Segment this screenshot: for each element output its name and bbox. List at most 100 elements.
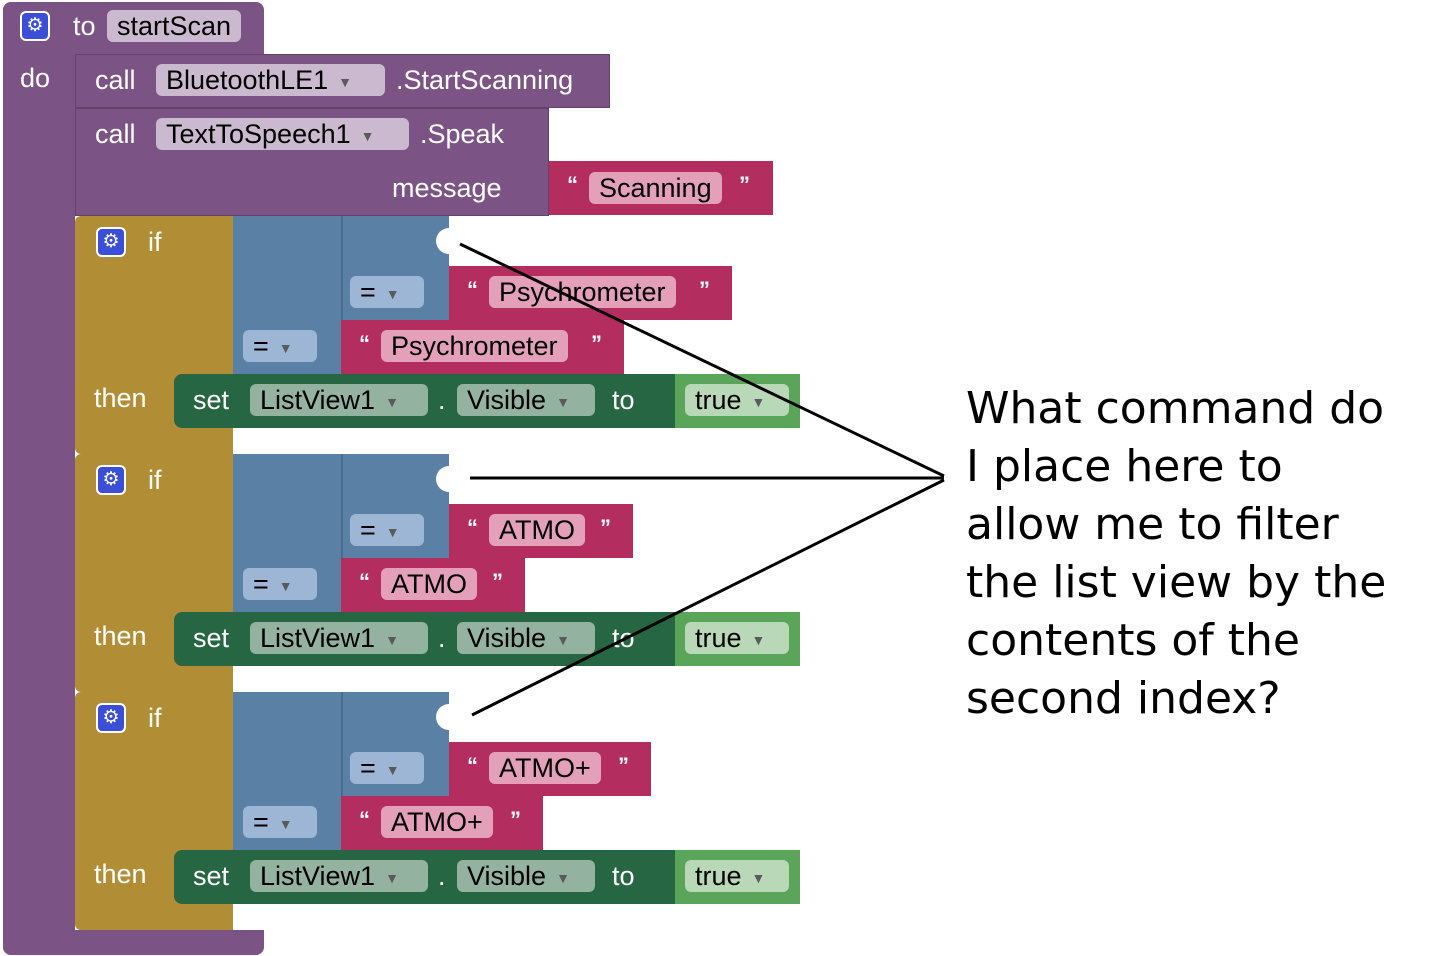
procedure-block[interactable]: [3, 2, 75, 955]
boolean-dropdown-2[interactable]: true ▼: [685, 622, 789, 654]
to-label: to: [612, 385, 635, 415]
text-value-scanning: Scanning: [599, 173, 712, 203]
procedure-name: startScan: [117, 11, 232, 41]
open-quote: “: [359, 569, 370, 594]
text-value-outer-3: ATMO+: [391, 807, 483, 837]
empty-socket-2[interactable]: [436, 466, 449, 492]
gear-icon[interactable]: ⚙: [96, 465, 126, 495]
close-quote: ”: [510, 807, 521, 832]
ble-component-name: BluetoothLE1: [166, 65, 329, 95]
chevron-down-icon: ▼: [751, 869, 766, 886]
tts-message-label: message: [392, 173, 502, 203]
empty-socket-3[interactable]: [436, 704, 449, 730]
chevron-down-icon: ▼: [751, 393, 766, 410]
text-field-outer-1[interactable]: Psychrometer: [381, 330, 568, 362]
chevron-down-icon: ▼: [338, 73, 352, 90]
gear-icon[interactable]: ⚙: [20, 11, 50, 41]
text-field-inner-2[interactable]: ATMO: [489, 514, 585, 546]
chevron-down-icon: ▼: [385, 393, 399, 410]
call-ble-label: call: [95, 65, 136, 95]
ble-method-label: .StartScanning: [396, 65, 574, 95]
close-quote: ”: [600, 515, 611, 540]
component-name-2: ListView1: [260, 623, 376, 653]
property-name-1: Visible: [467, 385, 547, 415]
operator-dropdown-outer-3[interactable]: =▼: [243, 806, 317, 838]
open-quote: “: [467, 515, 478, 540]
chevron-down-icon: ▼: [556, 393, 570, 410]
open-quote: “: [567, 172, 578, 197]
open-quote: “: [359, 331, 370, 356]
tts-component-dropdown[interactable]: TextToSpeech1 ▼: [156, 118, 409, 150]
procedure-name-field[interactable]: startScan: [107, 10, 242, 42]
chevron-down-icon: ▼: [278, 339, 293, 356]
open-quote: “: [467, 277, 478, 302]
to-label: to: [612, 861, 635, 891]
chevron-down-icon: ▼: [360, 127, 375, 144]
operator-inner-2: =: [360, 515, 376, 545]
operator-inner-1: =: [360, 277, 376, 307]
empty-socket-1[interactable]: [436, 228, 449, 254]
procedure-to-label: to: [73, 11, 96, 41]
procedure-footer: [3, 930, 264, 955]
call-tts-label: call: [95, 119, 136, 149]
close-quote: ”: [591, 331, 602, 356]
property-name-2: Visible: [467, 623, 547, 653]
text-field-outer-2[interactable]: ATMO: [381, 568, 477, 600]
gear-icon[interactable]: ⚙: [96, 227, 126, 257]
tts-component-name: TextToSpeech1: [166, 119, 351, 149]
chevron-down-icon: ▼: [385, 869, 399, 886]
component-dropdown-1[interactable]: ListView1 ▼: [250, 384, 428, 416]
ble-component-dropdown[interactable]: BluetoothLE1 ▼: [156, 64, 385, 96]
then-label: then: [94, 383, 147, 413]
to-label: to: [612, 623, 635, 653]
then-label: then: [94, 621, 147, 651]
operator-dropdown-inner-3[interactable]: =▼: [350, 752, 424, 784]
text-field-scanning[interactable]: Scanning: [589, 172, 722, 204]
boolean-dropdown-1[interactable]: true ▼: [685, 384, 789, 416]
property-dropdown-1[interactable]: Visible ▼: [457, 384, 595, 416]
close-quote: ”: [492, 569, 503, 594]
annotation-line-1: [459, 242, 945, 478]
annotation-question: What command do I place here to allow me…: [966, 383, 1387, 724]
text-value-inner-3: ATMO+: [499, 753, 591, 783]
chevron-down-icon: ▼: [385, 285, 400, 302]
property-dropdown-3[interactable]: Visible▼: [457, 860, 595, 892]
text-value-inner-2: ATMO: [499, 515, 575, 545]
operator-outer-1: =: [253, 331, 269, 361]
component-name-3: ListView1: [260, 861, 376, 891]
text-field-outer-3[interactable]: ATMO+: [381, 806, 493, 838]
operator-dropdown-inner-2[interactable]: =▼: [350, 514, 424, 546]
boolean-value-2: true: [695, 623, 742, 653]
component-dropdown-2[interactable]: ListView1▼: [250, 622, 428, 654]
component-name-1: ListView1: [260, 385, 376, 415]
set-label: set: [193, 385, 230, 415]
chevron-down-icon: ▼: [556, 631, 570, 648]
operator-inner-3: =: [360, 753, 376, 783]
boolean-value-1: true: [695, 385, 742, 415]
boolean-value-3: true: [695, 861, 742, 891]
chevron-down-icon: ▼: [556, 869, 570, 886]
property-dropdown-2[interactable]: Visible ▼: [457, 622, 595, 654]
operator-dropdown-outer-1[interactable]: =▼: [243, 330, 317, 362]
text-value-outer-2: ATMO: [391, 569, 467, 599]
set-label: set: [193, 623, 230, 653]
if-label: if: [148, 465, 162, 495]
if-label: if: [148, 703, 162, 733]
boolean-dropdown-3[interactable]: true ▼: [685, 860, 789, 892]
gear-icon[interactable]: ⚙: [96, 703, 126, 733]
chevron-down-icon: ▼: [751, 631, 766, 648]
dot-label: .: [438, 861, 446, 891]
chevron-down-icon: ▼: [385, 761, 400, 778]
text-field-inner-3[interactable]: ATMO+: [489, 752, 601, 784]
operator-dropdown-outer-2[interactable]: =▼: [243, 568, 317, 600]
then-label: then: [94, 859, 147, 889]
open-quote: “: [359, 807, 370, 832]
operator-outer-3: =: [253, 807, 269, 837]
if-label: if: [148, 227, 162, 257]
text-value-outer-1: Psychrometer: [391, 331, 558, 361]
operator-dropdown-inner-1[interactable]: =▼: [350, 276, 424, 308]
dot-label: .: [438, 385, 446, 415]
open-quote: “: [467, 753, 478, 778]
component-dropdown-3[interactable]: ListView1 ▼: [250, 860, 428, 892]
